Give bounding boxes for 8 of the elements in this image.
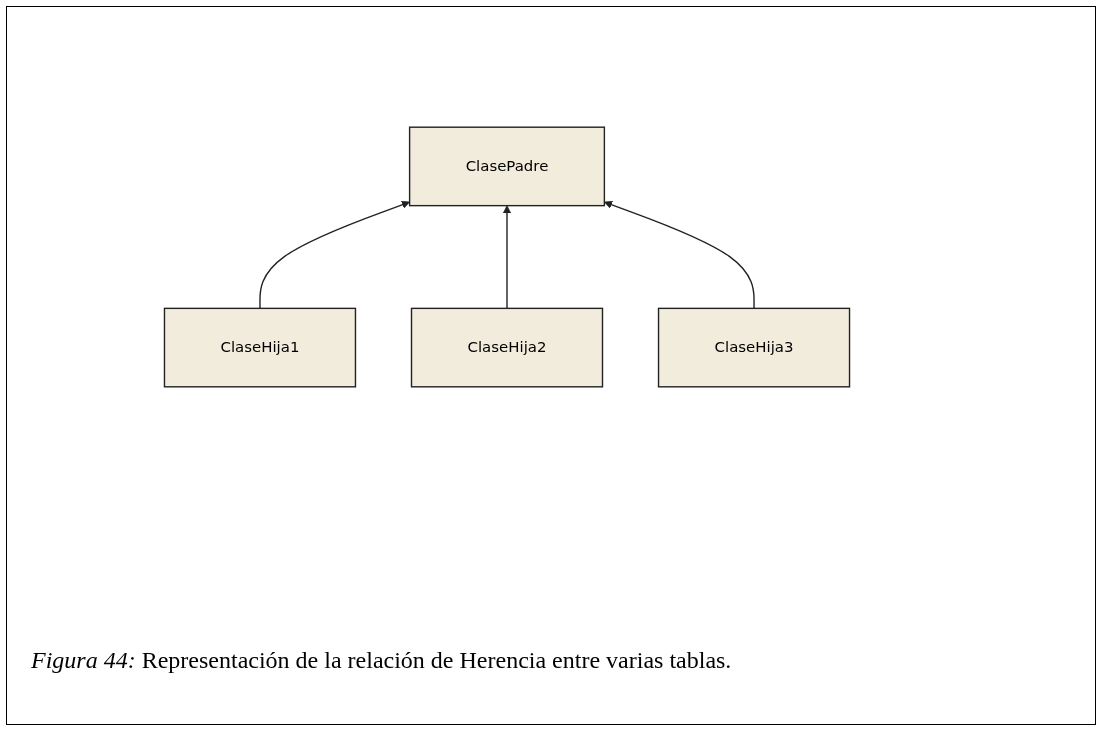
node-box: ClaseHija3	[657, 307, 851, 388]
node-box: ClaseHija1	[163, 307, 357, 388]
arrow	[259, 200, 410, 310]
figure-caption: Figura 44: Representación de la relación de Herencia entre varias tablas.	[31, 647, 732, 674]
arrow	[604, 200, 755, 310]
node-box: ClasePadre	[408, 126, 606, 207]
node-box: ClaseHija2	[410, 307, 604, 388]
arrow	[502, 205, 512, 310]
